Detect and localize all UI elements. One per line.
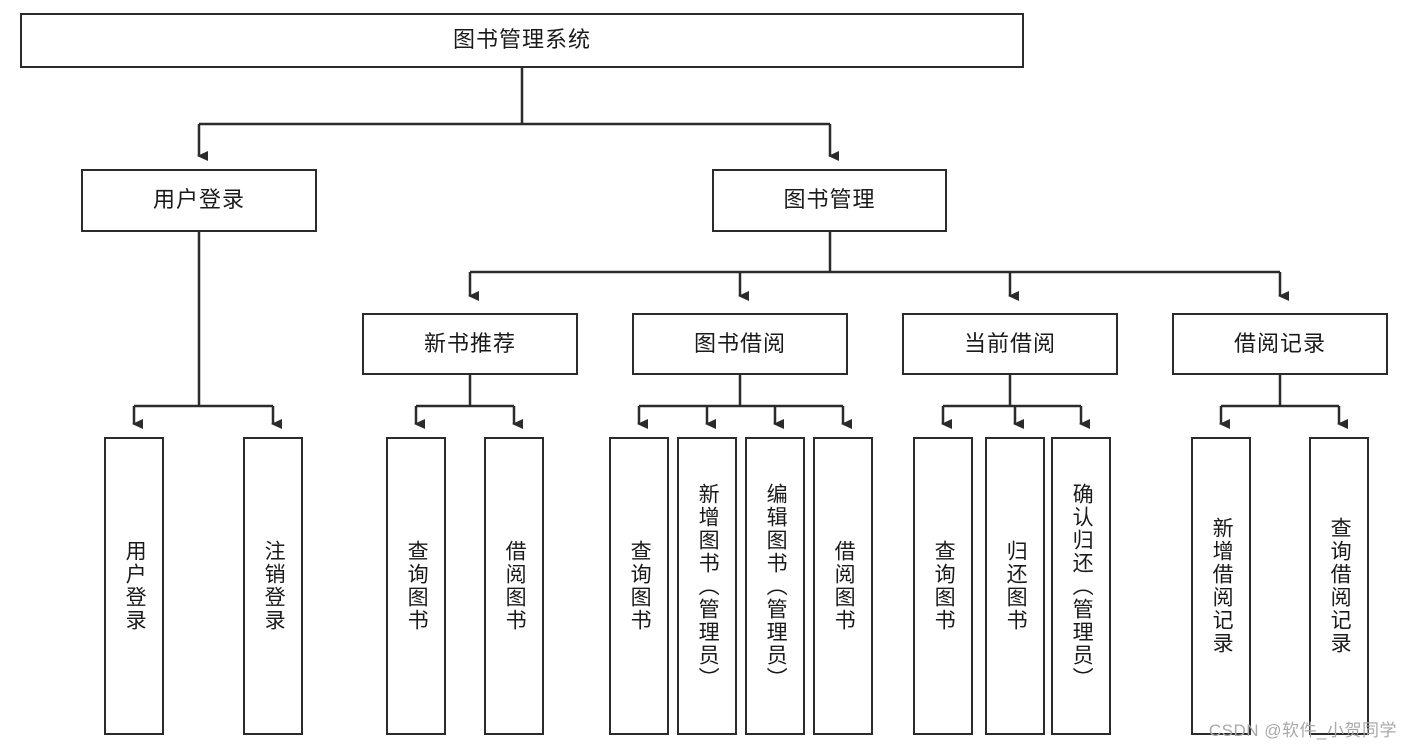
node-leaf-confirm-return-label: 确认归还（管理员）: [1070, 482, 1094, 690]
node-borrow-record[interactable]: 借阅记录: [1172, 313, 1388, 375]
node-leaf-add-book[interactable]: 新增图书（管理员）: [677, 437, 737, 735]
node-leaf-query-book-2-label: 查询图书: [628, 540, 652, 632]
node-book-manage[interactable]: 图书管理: [712, 169, 947, 232]
node-leaf-logout-label: 注销登录: [262, 540, 286, 632]
node-leaf-return-book[interactable]: 归还图书: [985, 437, 1045, 735]
node-leaf-query-book-1[interactable]: 查询图书: [386, 437, 446, 735]
node-leaf-edit-book-label: 编辑图书（管理员）: [764, 482, 788, 690]
node-current-borrow-label: 当前借阅: [963, 330, 1056, 356]
node-root-label: 图书管理系统: [452, 27, 591, 53]
node-leaf-query-book-1-label: 查询图书: [405, 540, 429, 632]
node-leaf-borrow-book-2-label: 借阅图书: [832, 540, 856, 632]
node-book-borrow[interactable]: 图书借阅: [632, 313, 848, 375]
node-leaf-edit-book[interactable]: 编辑图书（管理员）: [745, 437, 805, 735]
node-leaf-borrow-book-1-label: 借阅图书: [503, 540, 527, 632]
node-leaf-query-record-label: 查询借阅记录: [1328, 517, 1352, 655]
node-leaf-add-record-label: 新增借阅记录: [1210, 517, 1234, 655]
node-borrow-record-label: 借阅记录: [1233, 330, 1326, 356]
csdn-watermark: CSDN @软件_小贺同学: [1208, 721, 1397, 740]
node-user-login-label: 用户登录: [152, 187, 245, 213]
node-leaf-query-book-2[interactable]: 查询图书: [609, 437, 669, 735]
node-user-login[interactable]: 用户登录: [81, 169, 317, 232]
node-leaf-confirm-return[interactable]: 确认归还（管理员）: [1051, 437, 1111, 735]
node-current-borrow[interactable]: 当前借阅: [902, 313, 1118, 375]
node-root[interactable]: 图书管理系统: [20, 13, 1024, 68]
node-leaf-user-login[interactable]: 用户登录: [104, 437, 164, 735]
node-leaf-borrow-book-1[interactable]: 借阅图书: [484, 437, 544, 735]
node-book-manage-label: 图书管理: [783, 187, 876, 213]
node-leaf-add-record[interactable]: 新增借阅记录: [1191, 437, 1251, 735]
node-leaf-user-login-label: 用户登录: [123, 540, 147, 632]
node-leaf-return-book-label: 归还图书: [1004, 540, 1028, 632]
node-leaf-query-book-3[interactable]: 查询图书: [913, 437, 973, 735]
node-leaf-logout[interactable]: 注销登录: [243, 437, 303, 735]
node-book-borrow-label: 图书借阅: [693, 330, 786, 356]
node-new-book-rec-label: 新书推荐: [423, 330, 516, 356]
node-leaf-borrow-book-2[interactable]: 借阅图书: [813, 437, 873, 735]
node-leaf-query-record[interactable]: 查询借阅记录: [1309, 437, 1369, 735]
node-leaf-query-book-3-label: 查询图书: [932, 540, 956, 632]
node-new-book-rec[interactable]: 新书推荐: [362, 313, 578, 375]
node-leaf-add-book-label: 新增图书（管理员）: [696, 482, 720, 690]
